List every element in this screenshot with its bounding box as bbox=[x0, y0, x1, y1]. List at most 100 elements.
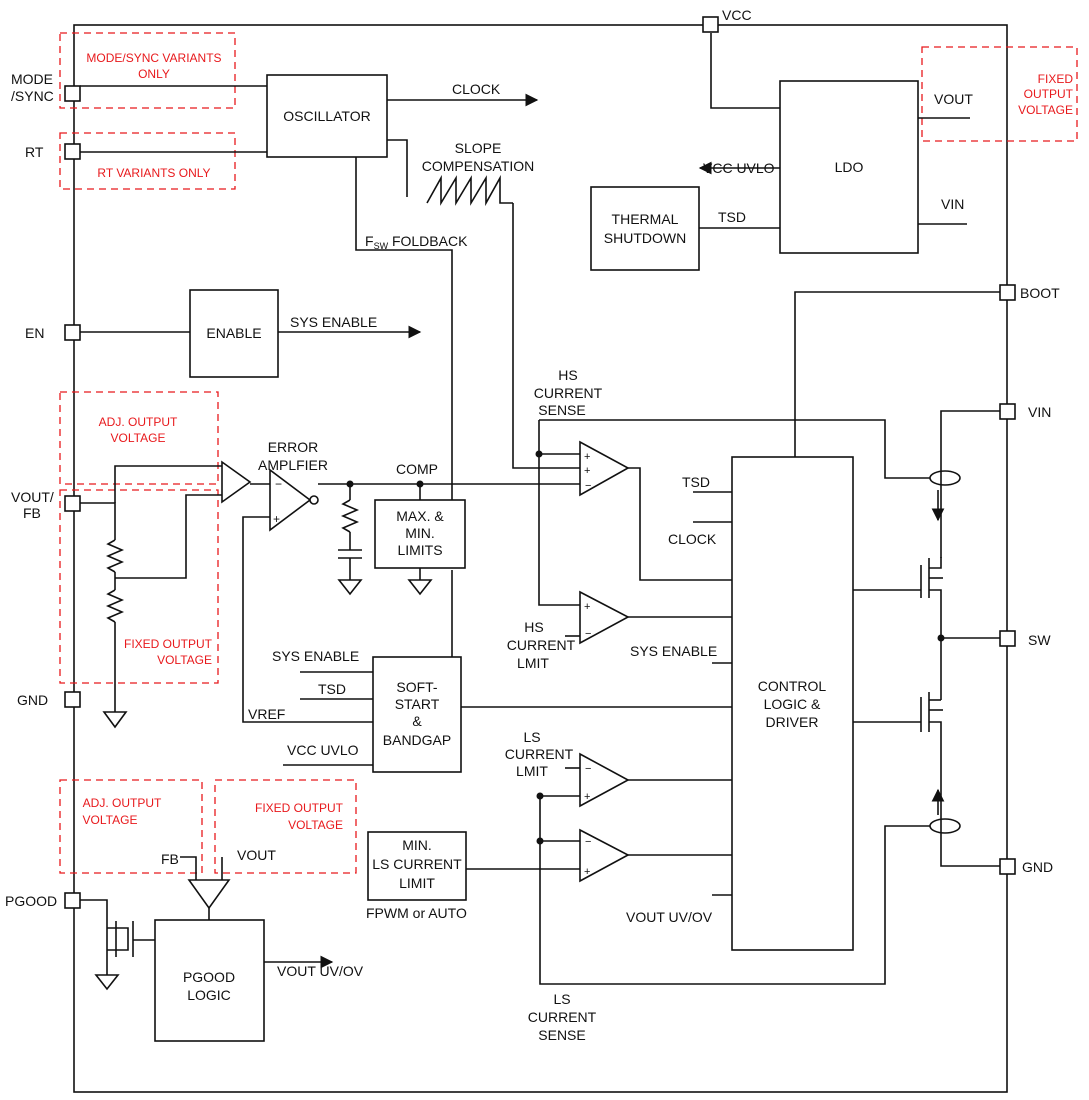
oscillator-label: OSCILLATOR bbox=[283, 108, 370, 124]
pin-vin bbox=[999, 403, 1016, 420]
label-clock-ctrl: CLOCK bbox=[668, 531, 717, 547]
svg-text:−: − bbox=[585, 836, 591, 848]
note-adj-1: ADJ. OUTPUT bbox=[99, 415, 178, 429]
note-fixed-pg-2: VOLTAGE bbox=[288, 818, 343, 832]
label-hs-limit-1: HS bbox=[524, 619, 543, 635]
note-fixed-left-1: FIXED OUTPUT bbox=[124, 637, 213, 651]
label-vcc-uvlo-ss: VCC UVLO bbox=[287, 742, 359, 758]
mode-sync-variant-box bbox=[59, 32, 236, 109]
fixed-output-pgood-box bbox=[214, 779, 357, 874]
pin-vcc bbox=[702, 16, 719, 33]
label-tsd-ldo: TSD bbox=[718, 209, 746, 225]
ldo-label: LDO bbox=[835, 159, 864, 175]
label-ls-sense-3: SENSE bbox=[538, 1027, 585, 1043]
svg-text:+: + bbox=[584, 866, 590, 878]
label-fb-pg: FB bbox=[161, 851, 179, 867]
svg-text:−: − bbox=[275, 477, 282, 491]
buffer-amp bbox=[221, 460, 252, 504]
ls-current-sense-ellipse bbox=[929, 818, 961, 834]
svg-text:+: + bbox=[584, 451, 590, 463]
pin-label-fb: FB bbox=[23, 505, 41, 521]
amplifiers: − + + + − + − − + − + bbox=[187, 440, 630, 910]
softstart-label-2: START bbox=[395, 696, 440, 712]
label-hs-sense-3: SENSE bbox=[538, 402, 585, 418]
enable-block bbox=[189, 289, 279, 378]
minls-label-2: LS CURRENT bbox=[372, 856, 462, 872]
pin-rt bbox=[64, 143, 81, 160]
label-vcc-uvlo-ldo: VCC UVLO bbox=[703, 160, 775, 176]
label-sys-enable-ss: SYS ENABLE bbox=[272, 648, 359, 664]
label-vref: VREF bbox=[248, 706, 285, 722]
label-fsw-foldback: FSW FOLDBACK bbox=[365, 233, 468, 251]
svg-text:+: + bbox=[584, 791, 590, 803]
label-tsd-ctrl: TSD bbox=[682, 474, 710, 490]
pin-vout-fb bbox=[64, 495, 81, 512]
soft-start-bandgap-block bbox=[372, 656, 462, 773]
label-ls-limit-2: CURRENT bbox=[505, 746, 574, 762]
pin-label-mode: MODE bbox=[11, 71, 53, 87]
control-label-3: DRIVER bbox=[766, 714, 819, 730]
note-rt-only: RT VARIANTS ONLY bbox=[97, 166, 210, 180]
pin-gnd-right bbox=[999, 858, 1016, 875]
control-label-1: CONTROL bbox=[758, 678, 827, 694]
hs-current-sense-ellipse bbox=[929, 470, 961, 486]
label-ls-limit-3: LMIT bbox=[516, 763, 548, 779]
label-ls-sense-1: LS bbox=[553, 991, 570, 1007]
pin-boot bbox=[999, 284, 1016, 301]
label-hs-limit-2: CURRENT bbox=[507, 637, 576, 653]
svg-text:+: + bbox=[273, 512, 280, 526]
svg-text:−: − bbox=[585, 628, 591, 640]
pgood-label-1: PGOOD bbox=[183, 969, 235, 985]
minls-label-1: MIN. bbox=[402, 837, 432, 853]
max-min-limits-block bbox=[374, 499, 466, 569]
label-error-1: ERROR bbox=[268, 439, 319, 455]
rt-variant-box bbox=[59, 132, 236, 190]
error-amplifier bbox=[269, 468, 312, 532]
signal-labels: CLOCK SLOPE COMPENSATION FSW FOLDBACK VO… bbox=[161, 81, 973, 1043]
variant-boxes bbox=[59, 32, 1078, 874]
pin-labels: VCC MODE /SYNC RT EN VOUT/ FB GND PGOOD … bbox=[5, 7, 1060, 909]
label-fpwm: FPWM or AUTO bbox=[366, 905, 467, 921]
label-ls-sense-2: CURRENT bbox=[528, 1009, 597, 1025]
label-vout-pg: VOUT bbox=[237, 847, 276, 863]
label-clock: CLOCK bbox=[452, 81, 501, 97]
maxmin-label-1: MAX. & bbox=[396, 508, 444, 524]
note-adj-2: VOLTAGE bbox=[111, 431, 166, 445]
pin-label-en: EN bbox=[25, 325, 44, 341]
control-logic-driver-block bbox=[731, 456, 854, 951]
hs-current-limit-comparator bbox=[579, 590, 630, 645]
note-fixed-left-2: VOLTAGE bbox=[157, 653, 212, 667]
oscillator-block bbox=[266, 74, 388, 158]
pin-en bbox=[64, 324, 81, 341]
note-adj-pg-2: VOLTAGE bbox=[83, 813, 138, 827]
note-fixed-top-3: VOLTAGE bbox=[1018, 103, 1073, 117]
enable-label: ENABLE bbox=[206, 325, 261, 341]
ls-current-limit-comparator bbox=[579, 752, 630, 808]
softstart-label-1: SOFT- bbox=[396, 679, 438, 695]
label-hs-sense-1: HS bbox=[558, 367, 577, 383]
wires bbox=[80, 33, 1000, 991]
pin-label-gnd-left: GND bbox=[17, 692, 48, 708]
pin-label-vcc: VCC bbox=[722, 7, 752, 23]
pin-label-rt: RT bbox=[25, 144, 44, 160]
ls-current-sense-comparator bbox=[579, 828, 630, 883]
note-mode-sync-1: MODE/SYNC VARIANTS bbox=[86, 51, 221, 65]
pin-label-sync: /SYNC bbox=[11, 88, 54, 104]
label-hs-sense-2: CURRENT bbox=[534, 385, 603, 401]
label-comp: COMP bbox=[396, 461, 438, 477]
min-ls-current-limit-block bbox=[367, 831, 467, 901]
chip-outline bbox=[73, 24, 1008, 1093]
softstart-label-3: & bbox=[412, 713, 422, 729]
label-ls-limit-1: LS bbox=[523, 729, 540, 745]
pins bbox=[64, 16, 1016, 909]
pin-gnd-left bbox=[64, 691, 81, 708]
maxmin-label-2: MIN. bbox=[405, 525, 435, 541]
control-label-2: LOGIC & bbox=[764, 696, 821, 712]
pin-pgood bbox=[64, 892, 81, 909]
adj-output-box bbox=[59, 391, 219, 485]
note-mode-sync-2: ONLY bbox=[138, 67, 170, 81]
pin-label-sw: SW bbox=[1028, 632, 1051, 648]
svg-text:+: + bbox=[584, 601, 590, 613]
thermal-shutdown-block bbox=[590, 186, 700, 271]
blocks: OSCILLATOR LDO THERMAL SHUTDOWN ENABLE M… bbox=[154, 74, 919, 1042]
